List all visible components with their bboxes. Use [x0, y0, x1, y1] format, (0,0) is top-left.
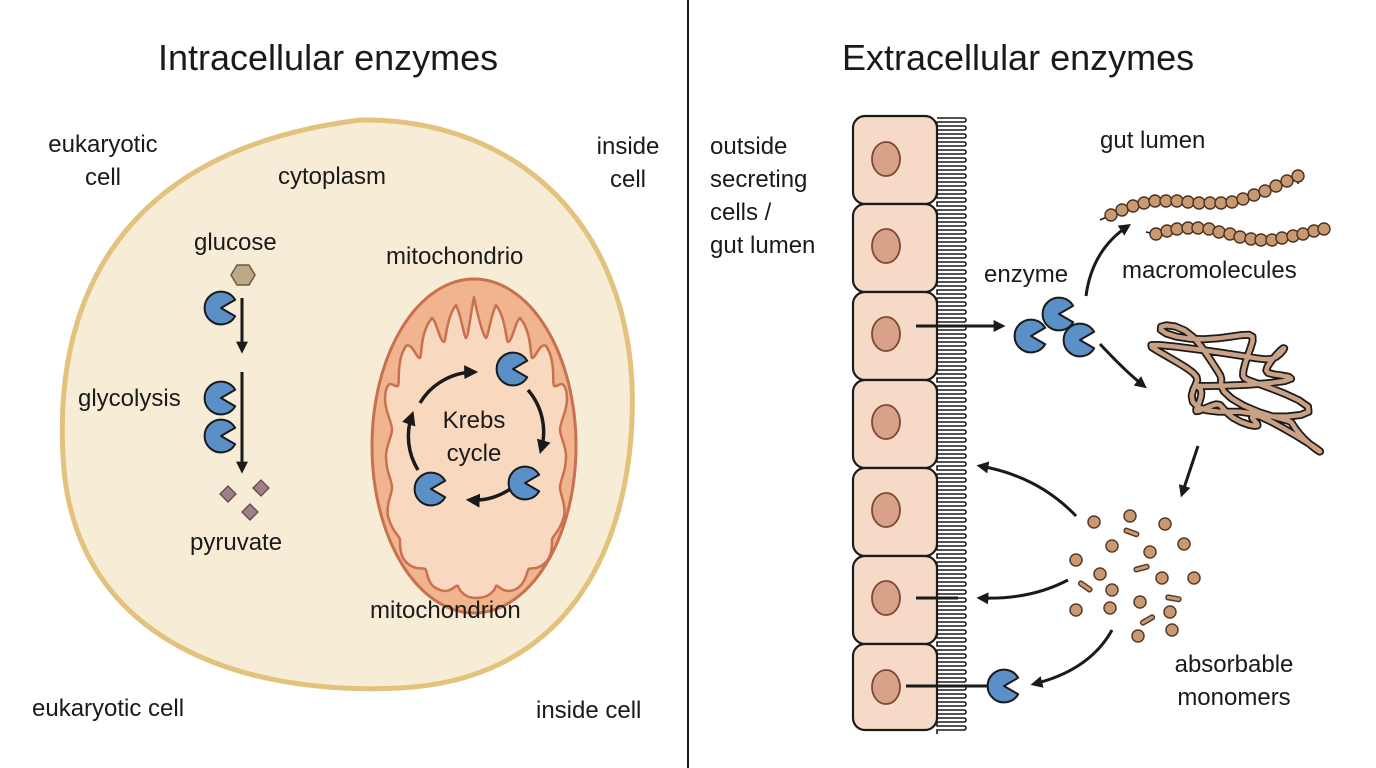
macromolecule-bead — [1170, 194, 1184, 208]
macromolecule-bead — [1148, 194, 1162, 208]
macromolecule-bead — [1170, 222, 1184, 236]
macromolecule-bead — [1269, 179, 1283, 193]
enzyme-icon — [986, 668, 1020, 704]
glucose-hexagon-icon — [230, 264, 256, 286]
macromolecule-chain — [1145, 221, 1331, 247]
enzyme-icon — [1041, 296, 1075, 332]
macromolecule-bead — [1247, 188, 1261, 202]
absorbable-monomers-label: absorbable monomers — [1174, 651, 1294, 711]
enzyme-label: enzyme — [984, 261, 1069, 288]
pyruvate-label: pyruvate — [190, 529, 283, 556]
glycolysis-label: glycolysis — [78, 385, 181, 412]
macromolecules-label: macromolecules — [1122, 257, 1297, 284]
pyruvate-diamond-icons — [219, 479, 270, 521]
macromolecule-bead — [1181, 195, 1195, 209]
macromolecule-bead — [1225, 195, 1239, 209]
cell-nuclei — [871, 141, 901, 705]
macromolecule-bead — [1115, 203, 1129, 217]
enzyme-icon — [1013, 318, 1047, 354]
macromolecule-bead — [1291, 169, 1305, 183]
macromolecule-bead — [1236, 192, 1250, 206]
macromolecule-bead — [1126, 199, 1140, 213]
arrow-to-monomers — [1178, 445, 1200, 498]
absorption-arrow-2 — [976, 578, 1069, 605]
macromolecule-bead — [1258, 184, 1272, 198]
arrow-to-enzyme — [1030, 629, 1114, 688]
macromolecule-bead — [1280, 174, 1294, 188]
macromolecule-bead — [1233, 230, 1247, 244]
eukaryotic-cell-label-bottom: eukaryotic cell — [32, 695, 185, 722]
left-panel-title: Intracellular enzymes — [158, 37, 499, 78]
microvilli-brush-border — [936, 117, 967, 734]
right-panel-title: Extracellular enzymes — [842, 37, 1195, 78]
monomer-particles — [1069, 509, 1201, 643]
macromolecule-bead — [1296, 227, 1310, 241]
inside-cell-label-bottom: inside cell — [536, 697, 642, 724]
macromolecule-bead — [1137, 196, 1151, 210]
arrow-to-macromolecules — [1084, 224, 1131, 297]
mitochondrio-label: mitochondrio — [386, 243, 524, 270]
inside-cell-label-top: inside cell — [596, 133, 660, 193]
macromolecule-bead — [1214, 196, 1228, 210]
macromolecule-bead — [1275, 231, 1289, 245]
outside-secreting-cells-label: outside secreting cells / gut lumen — [710, 133, 816, 259]
macromolecule-bead — [1191, 221, 1205, 235]
macromolecule-bead — [1317, 222, 1331, 236]
glucose-label: glucose — [194, 229, 277, 256]
macromolecule-bead — [1104, 208, 1118, 222]
enzyme-icon — [1062, 322, 1096, 358]
macromolecule-bead — [1203, 196, 1217, 210]
tangled-polymer — [1147, 321, 1325, 456]
gut-lumen-label: gut lumen — [1100, 127, 1206, 154]
macromolecule-bead — [1254, 233, 1268, 247]
macromolecule-bead — [1212, 225, 1226, 239]
arrow-to-tangle — [1098, 342, 1147, 389]
mitochondrion-cristae — [383, 295, 569, 600]
cytoplasm-label: cytoplasm — [278, 163, 387, 190]
absorption-arrow-1 — [976, 461, 1078, 518]
macromolecule-chain — [1099, 169, 1305, 222]
krebs-cycle-label: Krebs cycle — [442, 407, 506, 467]
eukaryotic-cell-label-top: eukaryotic cell — [48, 131, 158, 191]
macromolecule-bead — [1149, 227, 1163, 241]
macromolecule-bead — [1192, 196, 1206, 210]
mitochondrion-label: mitochondrion — [370, 597, 521, 624]
macromolecule-bead — [1159, 194, 1173, 208]
